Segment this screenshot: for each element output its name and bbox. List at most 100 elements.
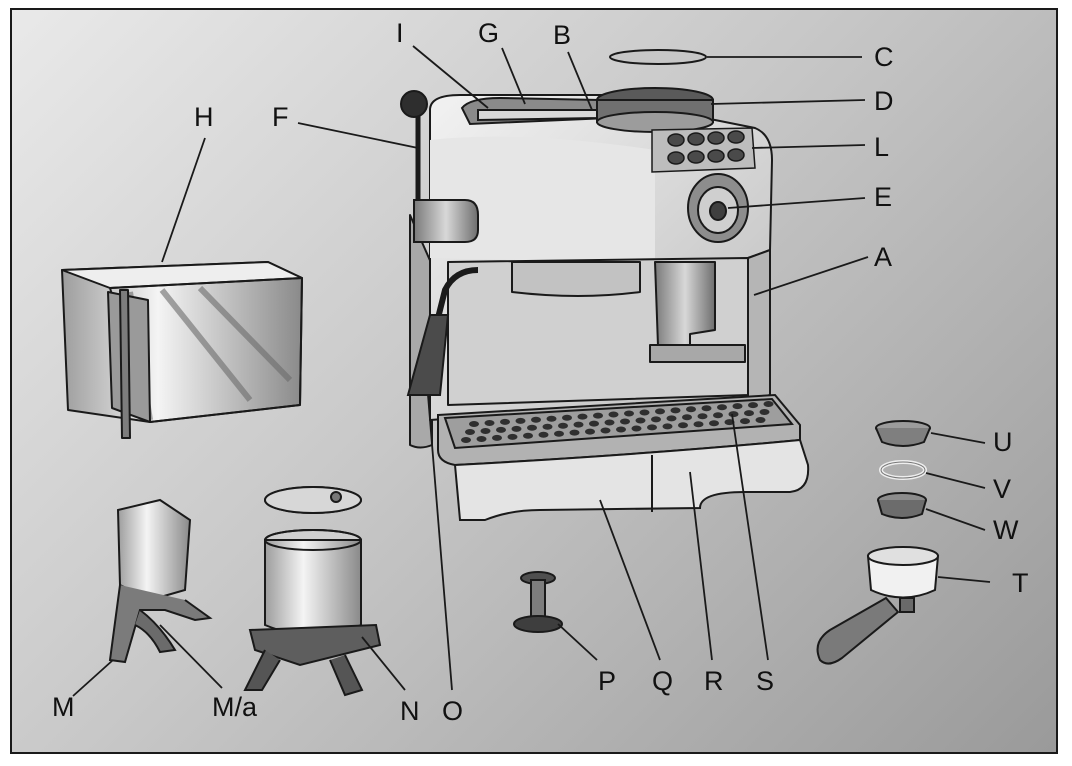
drip-tray-hole xyxy=(531,416,541,423)
disc xyxy=(264,486,362,514)
drip-tray-hole xyxy=(651,416,661,423)
drip-tray-hole xyxy=(573,421,584,428)
label-m-a: M/a xyxy=(212,692,258,722)
drip-tray-hole xyxy=(542,423,553,430)
drip-tray-hole xyxy=(763,401,774,408)
drip-tray-hole xyxy=(569,429,580,436)
drip-tray-hole xyxy=(500,418,510,425)
label-m: M xyxy=(52,692,75,722)
spout-attachment xyxy=(108,498,213,664)
drip-tray-hole xyxy=(655,408,665,415)
leader-line-o xyxy=(427,394,453,691)
leader-line-q xyxy=(599,499,661,661)
drip-tray-hole xyxy=(600,427,611,434)
top-lid xyxy=(460,96,610,126)
drip-tray-hole xyxy=(476,435,487,442)
label-b: B xyxy=(553,20,571,50)
drip-tray-hole xyxy=(620,418,630,425)
drip-tray-hole xyxy=(484,419,495,426)
drip-tray-hole xyxy=(697,413,708,420)
drip-tray-hole xyxy=(554,430,564,437)
control-panel xyxy=(651,127,756,173)
leader-line-u xyxy=(930,432,986,444)
water-tank xyxy=(61,261,303,439)
leader-line-a xyxy=(753,256,869,296)
label-c: C xyxy=(874,42,894,72)
drip-tray-hole xyxy=(624,410,634,417)
drip-tray-hole xyxy=(511,425,522,432)
selector-knob xyxy=(687,173,749,243)
drip-tray-hole xyxy=(693,421,704,428)
drip-tray-hole xyxy=(507,433,518,440)
leader-lines xyxy=(72,45,991,697)
leader-line-g xyxy=(501,47,526,105)
drip-tray-hole xyxy=(678,422,688,429)
drip-tray-hole xyxy=(480,427,491,434)
drip-tray-hole xyxy=(755,417,766,424)
label-w: W xyxy=(993,515,1019,545)
label-a: A xyxy=(874,242,892,272)
label-n: N xyxy=(400,696,420,726)
label-v: V xyxy=(993,474,1011,504)
label-r: R xyxy=(704,666,724,696)
drip-tray-hole xyxy=(744,410,754,417)
drip-tray-hole xyxy=(604,419,615,426)
leader-line-h xyxy=(161,137,206,263)
leader-line-l xyxy=(751,144,866,149)
label-q: Q xyxy=(652,666,673,696)
drip-tray-hole xyxy=(686,406,696,413)
leader-line-b xyxy=(567,51,593,111)
drip-tray-hole xyxy=(461,437,471,443)
leader-line-t xyxy=(937,576,991,583)
tamper xyxy=(513,571,563,633)
label-s: S xyxy=(756,666,774,696)
label-p: P xyxy=(598,666,616,696)
leader-line-m-a xyxy=(159,624,223,689)
drip-tray-hole xyxy=(631,425,642,432)
label-e: E xyxy=(874,182,892,212)
filter-ring xyxy=(879,460,927,480)
leader-line-d xyxy=(710,99,866,105)
drip-tray-hole xyxy=(713,412,723,419)
leader-line-e xyxy=(727,197,866,209)
drip-tray-hole xyxy=(585,428,595,435)
drip-tray-hole xyxy=(670,407,681,414)
leader-line-m xyxy=(72,659,114,697)
drip-tray-hole xyxy=(558,422,568,429)
drip-tray-hole xyxy=(527,424,537,431)
steam-wand xyxy=(406,267,479,396)
leader-line-i xyxy=(412,45,489,109)
drip-tray-hole xyxy=(469,421,479,427)
bean-lid xyxy=(609,49,707,65)
label-g: G xyxy=(478,18,499,48)
drip-tray-hole xyxy=(724,419,735,426)
drip-tray-hole xyxy=(759,409,770,416)
drip-tray-hole xyxy=(577,413,588,420)
drip-tray-hole xyxy=(515,417,526,424)
label-t: T xyxy=(1012,568,1029,598)
drip-tray-hole xyxy=(492,434,502,441)
drip-tray-hole xyxy=(732,403,743,410)
label-i: I xyxy=(396,18,404,48)
drip-tray-hole xyxy=(682,414,692,421)
drip-tray-hole xyxy=(593,412,603,419)
drip-tray-hole xyxy=(546,415,557,422)
label-u: U xyxy=(993,427,1013,457)
leader-line-v xyxy=(925,472,986,489)
label-f: F xyxy=(272,102,289,132)
drip-tray-hole xyxy=(562,414,572,421)
drip-tray-hole xyxy=(728,411,739,418)
label-d: D xyxy=(874,86,894,116)
drip-tray-hole xyxy=(616,426,626,433)
part-labels: I G B C D L E A F H U V W T S R Q P O N … xyxy=(52,18,1029,726)
leader-line-s xyxy=(731,413,769,661)
drip-tray-hole xyxy=(639,409,650,416)
drip-tray-hole xyxy=(709,420,719,427)
filter-basket-small xyxy=(877,492,927,519)
drip-tray-hole xyxy=(589,420,599,427)
drip-tray-hole xyxy=(662,423,673,430)
drip-tray-hole xyxy=(465,429,475,435)
leader-line-f xyxy=(297,122,419,149)
drip-tray-hole xyxy=(538,431,549,438)
